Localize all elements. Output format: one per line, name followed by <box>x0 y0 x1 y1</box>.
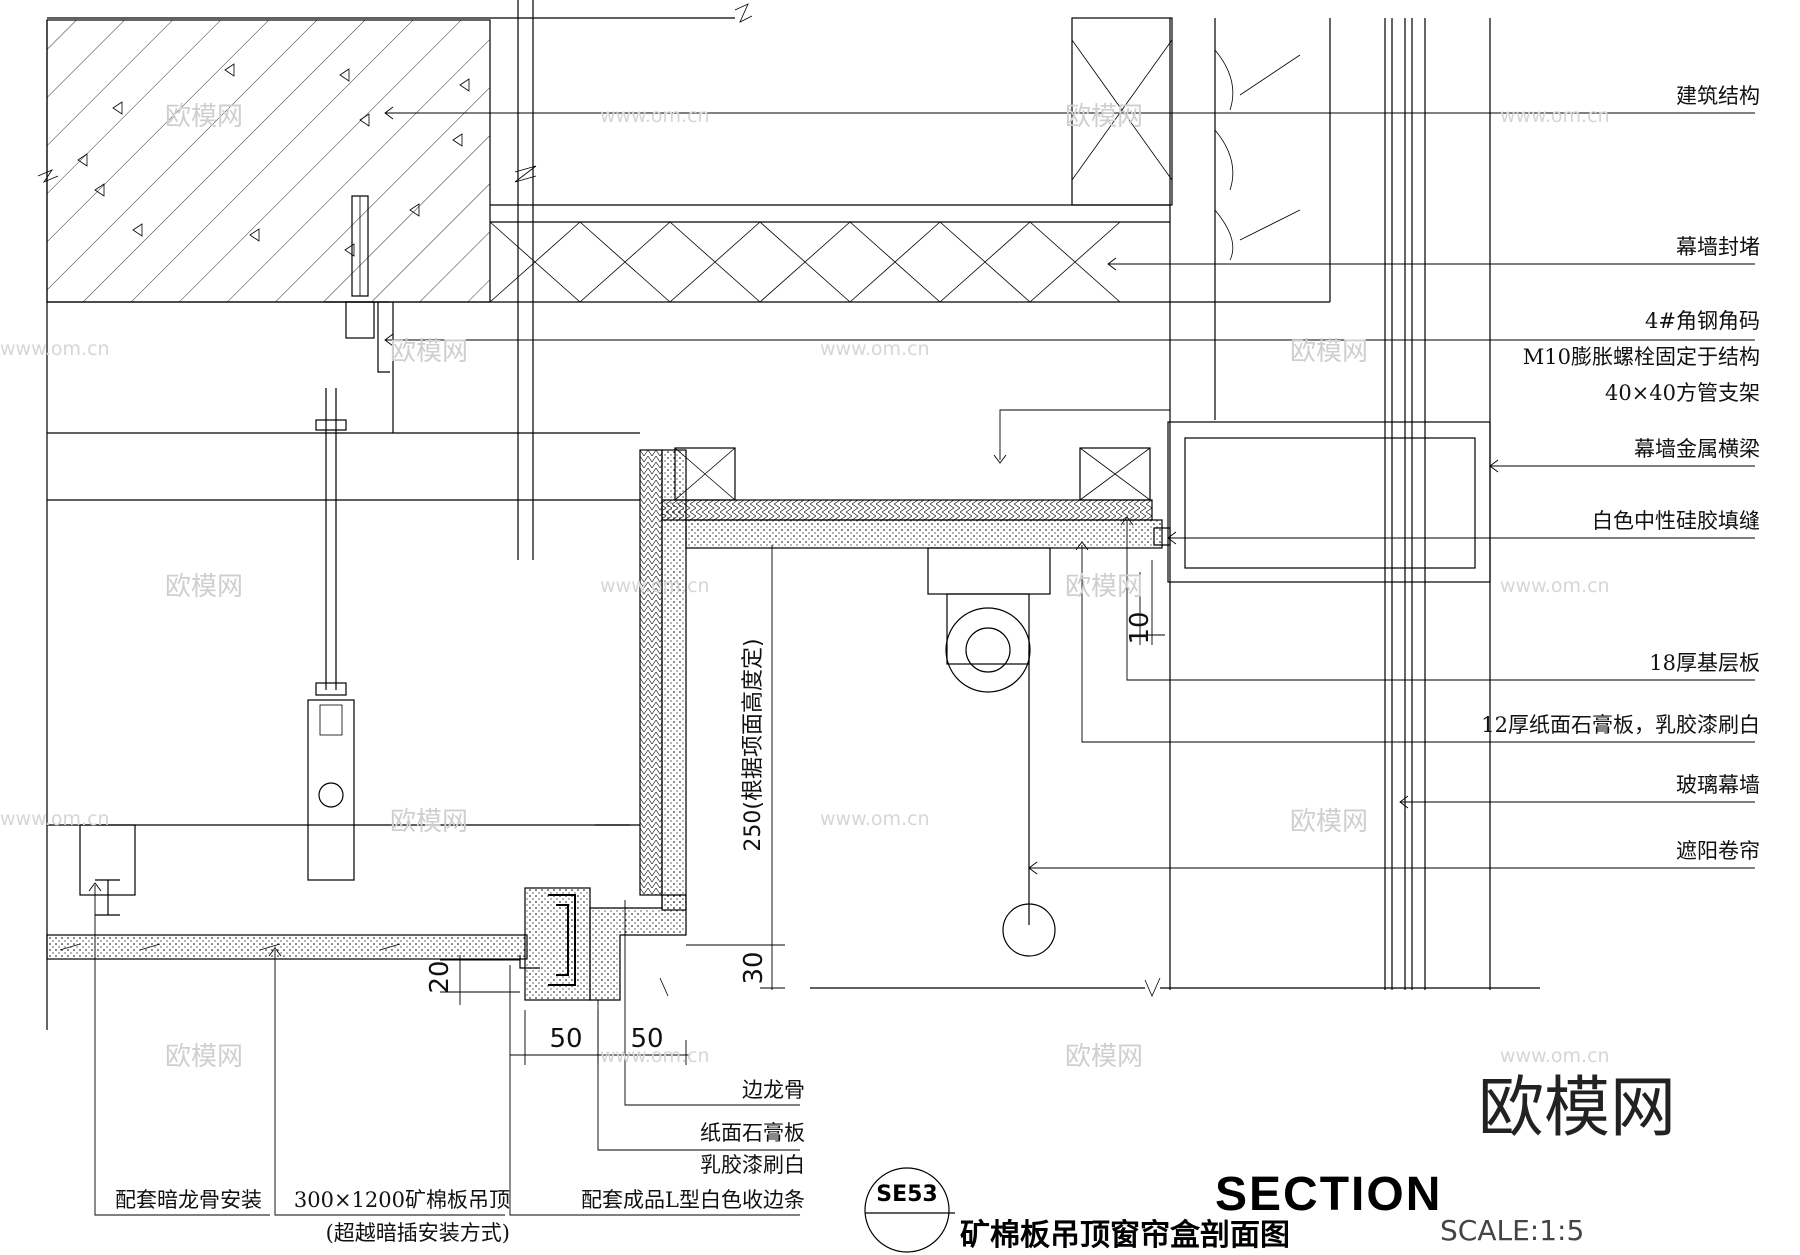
dim-50-right: 50 <box>630 1024 663 1054</box>
svg-text:www.om.cn: www.om.cn <box>600 105 710 127</box>
svg-text:www.om.cn: www.om.cn <box>1500 105 1610 127</box>
dim-20: 20 <box>425 960 455 993</box>
svg-text:欧模网: 欧模网 <box>1290 807 1368 837</box>
curtain-box <box>519 447 1163 1001</box>
roller-blind <box>927 547 1056 957</box>
metal-transom <box>1167 421 1491 583</box>
concrete-slab <box>37 17 1330 303</box>
label-gypsum-board: 12厚纸面石膏板，乳胶漆刷白 <box>1481 713 1760 737</box>
label-edge-keel: 边龙骨 <box>742 1078 805 1102</box>
svg-text:欧模网: 欧模网 <box>390 337 468 367</box>
label-latex-paint: 乳胶漆刷白 <box>700 1153 805 1177</box>
svg-text:欧模网: 欧模网 <box>165 572 243 602</box>
vertical-hanger-lines <box>514 0 753 560</box>
label-building-structure: 建筑结构 <box>1676 84 1760 108</box>
expansion-bolt <box>325 195 390 373</box>
drawing-title: 矿棉板吊顶窗帘盒剖面图 <box>960 1218 1290 1253</box>
main-channel <box>47 824 630 916</box>
svg-text:欧模网: 欧模网 <box>1065 102 1143 132</box>
curtain-wall-mullions <box>1169 18 1491 990</box>
dim-10: 10 <box>1125 611 1155 644</box>
label-concealed-keel: 配套暗龙骨安装 <box>115 1188 262 1212</box>
svg-text:www.om.cn: www.om.cn <box>600 1045 710 1067</box>
dim-30: 30 <box>739 951 769 984</box>
watermark: 欧模网 欧模网 欧模网 欧模网 欧模网 欧模网 欧模网 欧模网 欧模网 欧模网 … <box>0 102 1676 1146</box>
label-base-board: 18厚基层板 <box>1649 651 1760 675</box>
label-sealant: 白色中性硅胶填缝 <box>1592 509 1760 533</box>
hanger-rod <box>307 388 355 881</box>
label-roller-blind: 遮阳卷帘 <box>1676 839 1760 863</box>
section-code: SE53 <box>876 1182 938 1207</box>
watermark-logo: 欧模网 <box>1478 1069 1676 1146</box>
label-plaster-board: 纸面石膏板 <box>700 1121 805 1145</box>
sealant-joint <box>1153 527 1171 546</box>
svg-text:www.om.cn: www.om.cn <box>0 338 110 360</box>
svg-text:www.om.cn: www.om.cn <box>600 575 710 597</box>
svg-text:欧模网: 欧模网 <box>165 102 243 132</box>
dim-250: 250(根据项面高度定) <box>741 638 766 851</box>
svg-text:www.om.cn: www.om.cn <box>0 808 110 830</box>
curtain-wall-seal <box>489 17 1173 303</box>
label-mineral-board: 300×1200矿棉板吊顶 <box>294 1188 510 1212</box>
svg-text:欧模网: 欧模网 <box>1290 337 1368 367</box>
label-metal-transom: 幕墙金属横梁 <box>1634 437 1760 461</box>
scale-text: SCALE:1:5 <box>1440 1214 1584 1247</box>
svg-text:欧模网: 欧模网 <box>390 807 468 837</box>
label-angle-steel: 4#角钢角码 <box>1645 309 1760 333</box>
svg-text:www.om.cn: www.om.cn <box>820 338 930 360</box>
svg-text:欧模网: 欧模网 <box>1065 1042 1143 1072</box>
svg-text:www.om.cn: www.om.cn <box>820 808 930 830</box>
svg-text:www.om.cn: www.om.cn <box>1500 575 1610 597</box>
leader-lines <box>88 106 1755 1216</box>
dim-50-left: 50 <box>549 1024 582 1054</box>
svg-text:www.om.cn: www.om.cn <box>1500 1045 1610 1067</box>
mineral-board <box>46 934 528 960</box>
label-square-tube: 40×40方管支架 <box>1605 381 1760 405</box>
label-l-trim: 配套成品L型白色收边条 <box>581 1188 805 1212</box>
svg-text:欧模网: 欧模网 <box>165 1042 243 1072</box>
label-expansion-bolt: M10膨胀螺栓固定于结构 <box>1523 345 1760 369</box>
label-curtain-wall-seal: 幕墙封堵 <box>1676 235 1760 259</box>
title-block: SE53 矿棉板吊顶窗帘盒剖面图 SECTION SCALE:1:5 <box>864 1167 1584 1253</box>
svg-text:欧模网: 欧模网 <box>1065 572 1143 602</box>
label-install-method: (超越暗插安装方式) <box>326 1221 510 1245</box>
label-glass-curtain-wall: 玻璃幕墙 <box>1676 773 1760 797</box>
dimension-lines <box>440 545 1165 1065</box>
section-word: SECTION <box>1215 1168 1442 1221</box>
